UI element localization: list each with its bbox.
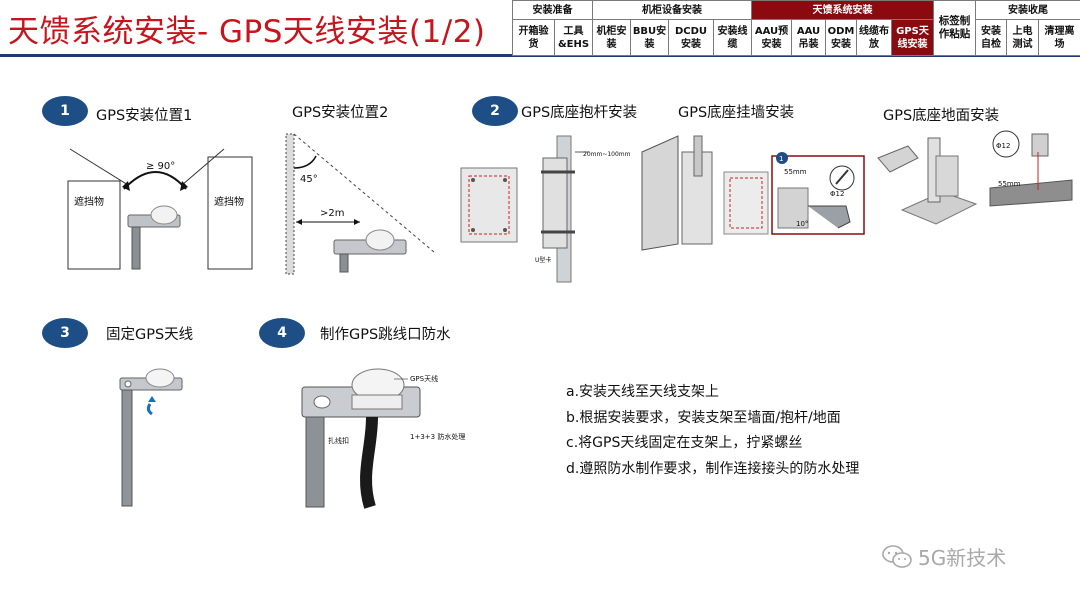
wechat-icon (882, 544, 912, 568)
nav-item-bbu[interactable]: BBU安装 (630, 19, 669, 56)
nav-group-finish[interactable]: 安装收尾 (975, 0, 1080, 20)
step-3-badge: 3 (42, 318, 88, 348)
position-1-figure: ≥ 90° 遮挡物 遮挡物 (67, 148, 253, 270)
nav-item-unbox[interactable]: 开箱验货 (512, 19, 555, 56)
angle-45-text: 45° (300, 174, 318, 185)
waterproof-figure: GPS天线 扎线扣 1+3+3 防水处理 (301, 368, 465, 509)
title-divider (0, 54, 1080, 57)
cable-tie-text: 扎线扣 (328, 436, 349, 445)
ground-depth-text: 55mm (998, 180, 1021, 188)
position-2-label: GPS安装位置2 (292, 105, 389, 121)
nav-item-aau-pre[interactable]: AAU预安装 (751, 19, 792, 56)
nav-item-poweron[interactable]: 上电测试 (1006, 19, 1040, 56)
nav-item-tools[interactable]: 工具&EHS (554, 19, 593, 56)
wall-mount-figure: 1 Φ12 55mm 10° (641, 135, 865, 251)
pole-range-text: 20mm~100mm (583, 151, 631, 158)
step-3-label: 固定GPS天线 (106, 327, 194, 343)
instruction-item: b.根据安装要求，安装支架至墙面/抱杆/地面 (566, 409, 841, 426)
wall-mount-label: GPS底座挂墙安装 (678, 105, 795, 121)
step-4-badge: 4 (259, 318, 305, 348)
nav-item-cleanup[interactable]: 清理离场 (1038, 19, 1080, 56)
nav-item-selfcheck[interactable]: 安装自检 (975, 19, 1008, 56)
step-1-badge: 1 (42, 96, 88, 126)
wall-step-text: 1 (779, 155, 783, 163)
pole-mount-figure: 20mm~100mm U型卡 (460, 135, 631, 283)
nav-group-label[interactable]: 标签制作粘贴 (933, 0, 977, 56)
instruction-item: d.遵照防水制作要求，制作连接接头的防水处理 (566, 460, 860, 477)
process-nav: 安装准备 机柜设备安装 天馈系统安装 标签制作粘贴 安装收尾 开箱验货 工具&E… (512, 0, 1080, 56)
angle-90-text: ≥ 90° (146, 161, 175, 172)
watermark: 5G新技术 (882, 542, 1006, 571)
nav-item-cables[interactable]: 安装线缆 (713, 19, 752, 56)
nav-item-cabinet[interactable]: 机柜安装 (592, 19, 631, 56)
instruction-list: a.安装天线至天线支架上 b.根据安装要求，安装支架至墙面/抱杆/地面 c.将G… (566, 380, 859, 482)
nav-item-gps[interactable]: GPS天线安装 (890, 19, 935, 56)
nav-item-odm[interactable]: ODM安装 (825, 19, 857, 56)
instruction-item: c.将GPS天线固定在支架上，拧紧螺丝 (566, 435, 803, 451)
ground-mount-figure: Φ12 55mm (877, 130, 1073, 225)
step-4-label: 制作GPS跳线口防水 (320, 327, 451, 343)
instruction-item: a.安装天线至天线支架上 (566, 384, 720, 400)
page-title: 天馈系统安装- GPS天线安装(1/2) (8, 14, 486, 50)
position-2-figure: 45° >2m (285, 133, 435, 275)
watermark-text: 5G新技术 (918, 546, 1007, 570)
nav-item-dcdu[interactable]: DCDU安装 (668, 19, 714, 56)
gps-antenna-text: GPS天线 (410, 374, 438, 383)
step-2-label: GPS底座抱杆安装 (521, 105, 638, 121)
distance-2m-text: >2m (320, 208, 344, 219)
obstacle-left-text: 遮挡物 (74, 195, 104, 208)
nav-group-antenna[interactable]: 天馈系统安装 (750, 0, 935, 20)
u-bolt-text: U型卡 (535, 256, 551, 264)
waterproof-text: 1+3+3 防水处理 (410, 432, 465, 441)
fix-antenna-figure (119, 368, 183, 507)
ground-mount-label: GPS底座地面安装 (883, 108, 1000, 124)
wall-depth-text: 55mm (784, 168, 807, 176)
nav-item-aau-hoist[interactable]: AAU吊装 (791, 19, 826, 56)
wall-phi-text: Φ12 (830, 190, 844, 198)
nav-group-cabinet[interactable]: 机柜设备安装 (592, 0, 752, 20)
ground-phi-text: Φ12 (996, 142, 1010, 150)
step-2-badge: 2 (472, 96, 518, 126)
nav-group-prep[interactable]: 安装准备 (512, 0, 593, 20)
nav-item-cable-route[interactable]: 线缆布放 (856, 19, 892, 56)
step-1-label: GPS安装位置1 (96, 108, 193, 124)
obstacle-right-text: 遮挡物 (214, 195, 244, 208)
wall-angle-text: 10° (796, 220, 808, 228)
